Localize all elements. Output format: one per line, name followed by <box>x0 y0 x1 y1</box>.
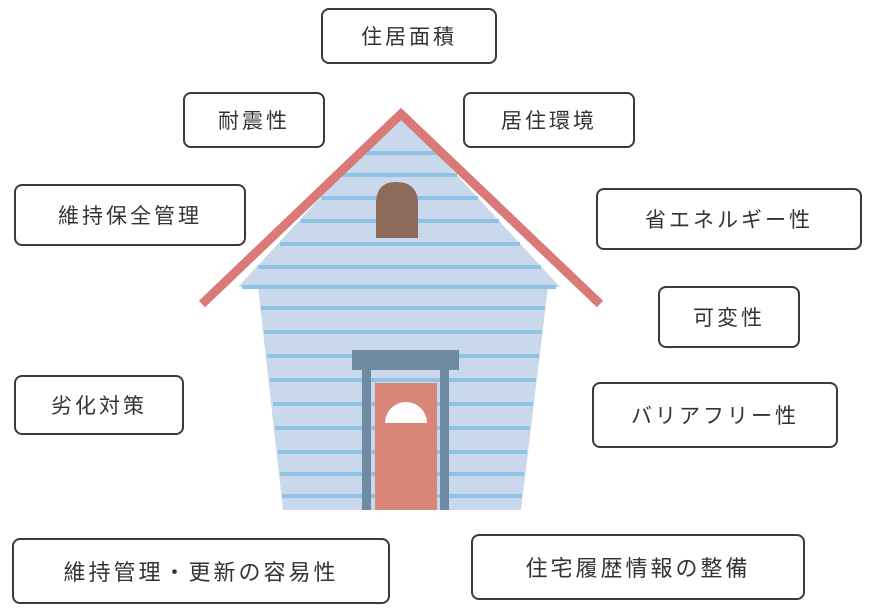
label-energy-efficiency: 省エネルギー性 <box>596 188 862 250</box>
label-floor-area: 住居面積 <box>321 8 497 64</box>
door-canopy <box>352 350 459 370</box>
label-maintenance-plan: 維持保全管理 <box>14 184 246 246</box>
chimney-window <box>376 182 418 238</box>
label-adaptability: 可変性 <box>658 286 800 348</box>
label-housing-history-records: 住宅履歴情報の整備 <box>471 534 805 600</box>
label-barrier-free: バリアフリー性 <box>592 382 838 448</box>
label-deterioration-countermeasures: 劣化対策 <box>14 375 184 435</box>
door-frame-left <box>362 370 371 510</box>
label-living-environment: 居住環境 <box>463 92 635 148</box>
roof <box>198 107 604 308</box>
door-window <box>385 402 427 423</box>
label-ease-of-maintenance: 維持管理・更新の容易性 <box>12 538 390 604</box>
door-frame-right <box>440 370 449 510</box>
house-wall <box>238 112 560 510</box>
label-earthquake-resistance: 耐震性 <box>183 92 325 148</box>
